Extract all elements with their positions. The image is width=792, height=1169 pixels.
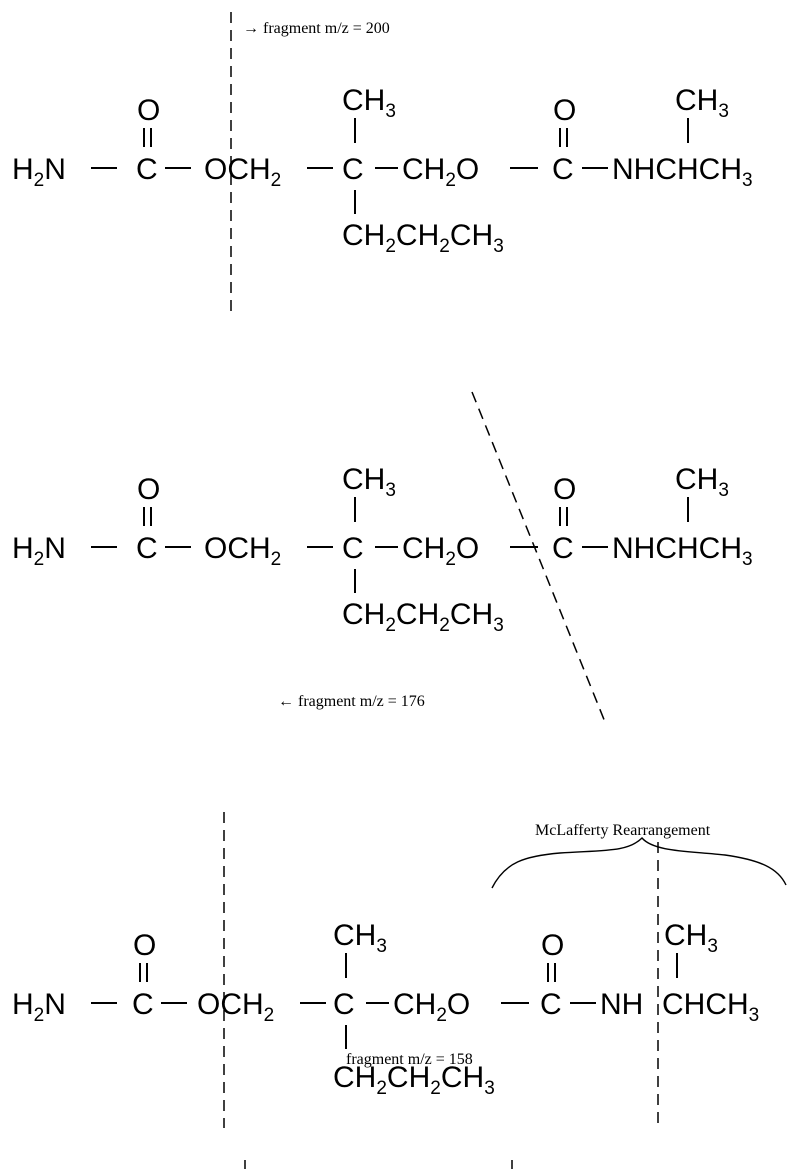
carbamate-carbon: C <box>540 988 562 1021</box>
panel-fragment-158: McLafferty Rearrangement fragment m/z = … <box>12 812 787 1169</box>
carbonyl-oxygen: O <box>137 94 160 127</box>
carbamate-carbon: C <box>552 532 574 565</box>
carbonyl-carbon: C <box>136 532 158 565</box>
methyl-group: CH3 <box>342 463 396 501</box>
isopropylamino-group: NHCHCH3 <box>612 532 753 570</box>
isopropyl-methyl: CH3 <box>675 463 729 501</box>
nh-group: NH <box>600 988 643 1021</box>
carbamate-carbon: C <box>552 153 574 186</box>
och2-group: OCH2 <box>204 532 281 570</box>
mclafferty-brace <box>491 836 787 889</box>
amine-h: H2N <box>12 988 66 1026</box>
ch2o-group: CH2O <box>393 988 470 1026</box>
mclafferty-label: McLafferty Rearrangement <box>535 822 711 839</box>
fragment-176-label: ← fragment m/z = 176 <box>278 693 425 710</box>
isopropyl-group: CHCH3 <box>662 988 759 1026</box>
carbamate-oxygen: O <box>541 929 564 962</box>
och2-group: OCH2 <box>204 153 281 191</box>
isopropyl-methyl: CH3 <box>664 919 718 957</box>
amine-h: H2N <box>12 153 66 191</box>
propyl-group: CH2CH2CH3 <box>333 1061 495 1099</box>
panel-fragment-200: → fragment m/z = 200 H2N O C OCH2 CH3 C … <box>12 12 753 318</box>
cleavage-line-176 <box>471 391 606 723</box>
quaternary-carbon: C <box>342 153 364 186</box>
panel-fragment-176: ← fragment m/z = 176 H2N O C OCH2 CH3 C … <box>12 391 753 723</box>
propyl-group: CH2CH2CH3 <box>342 219 504 257</box>
methyl-group: CH3 <box>342 84 396 122</box>
carbonyl-carbon: C <box>136 153 158 186</box>
fragment-158-label: fragment m/z = 158 <box>346 1051 473 1068</box>
carbonyl-oxygen: O <box>137 473 160 506</box>
fragment-200-label: → fragment m/z = 200 <box>243 20 390 37</box>
quaternary-carbon: C <box>342 532 364 565</box>
carbamate-oxygen: O <box>553 94 576 127</box>
quaternary-carbon: C <box>333 988 355 1021</box>
amine-h: H2N <box>12 532 66 570</box>
ch2o-group: CH2O <box>402 153 479 191</box>
isopropyl-methyl: CH3 <box>675 84 729 122</box>
ch2o-group: CH2O <box>402 532 479 570</box>
carbonyl-oxygen: O <box>133 929 156 962</box>
carbamate-oxygen: O <box>553 473 576 506</box>
och2-group: OCH2 <box>197 988 274 1026</box>
propyl-group: CH2CH2CH3 <box>342 598 504 636</box>
methyl-group: CH3 <box>333 919 387 957</box>
isopropylamino-group: NHCHCH3 <box>612 153 753 191</box>
carbonyl-carbon: C <box>132 988 154 1021</box>
